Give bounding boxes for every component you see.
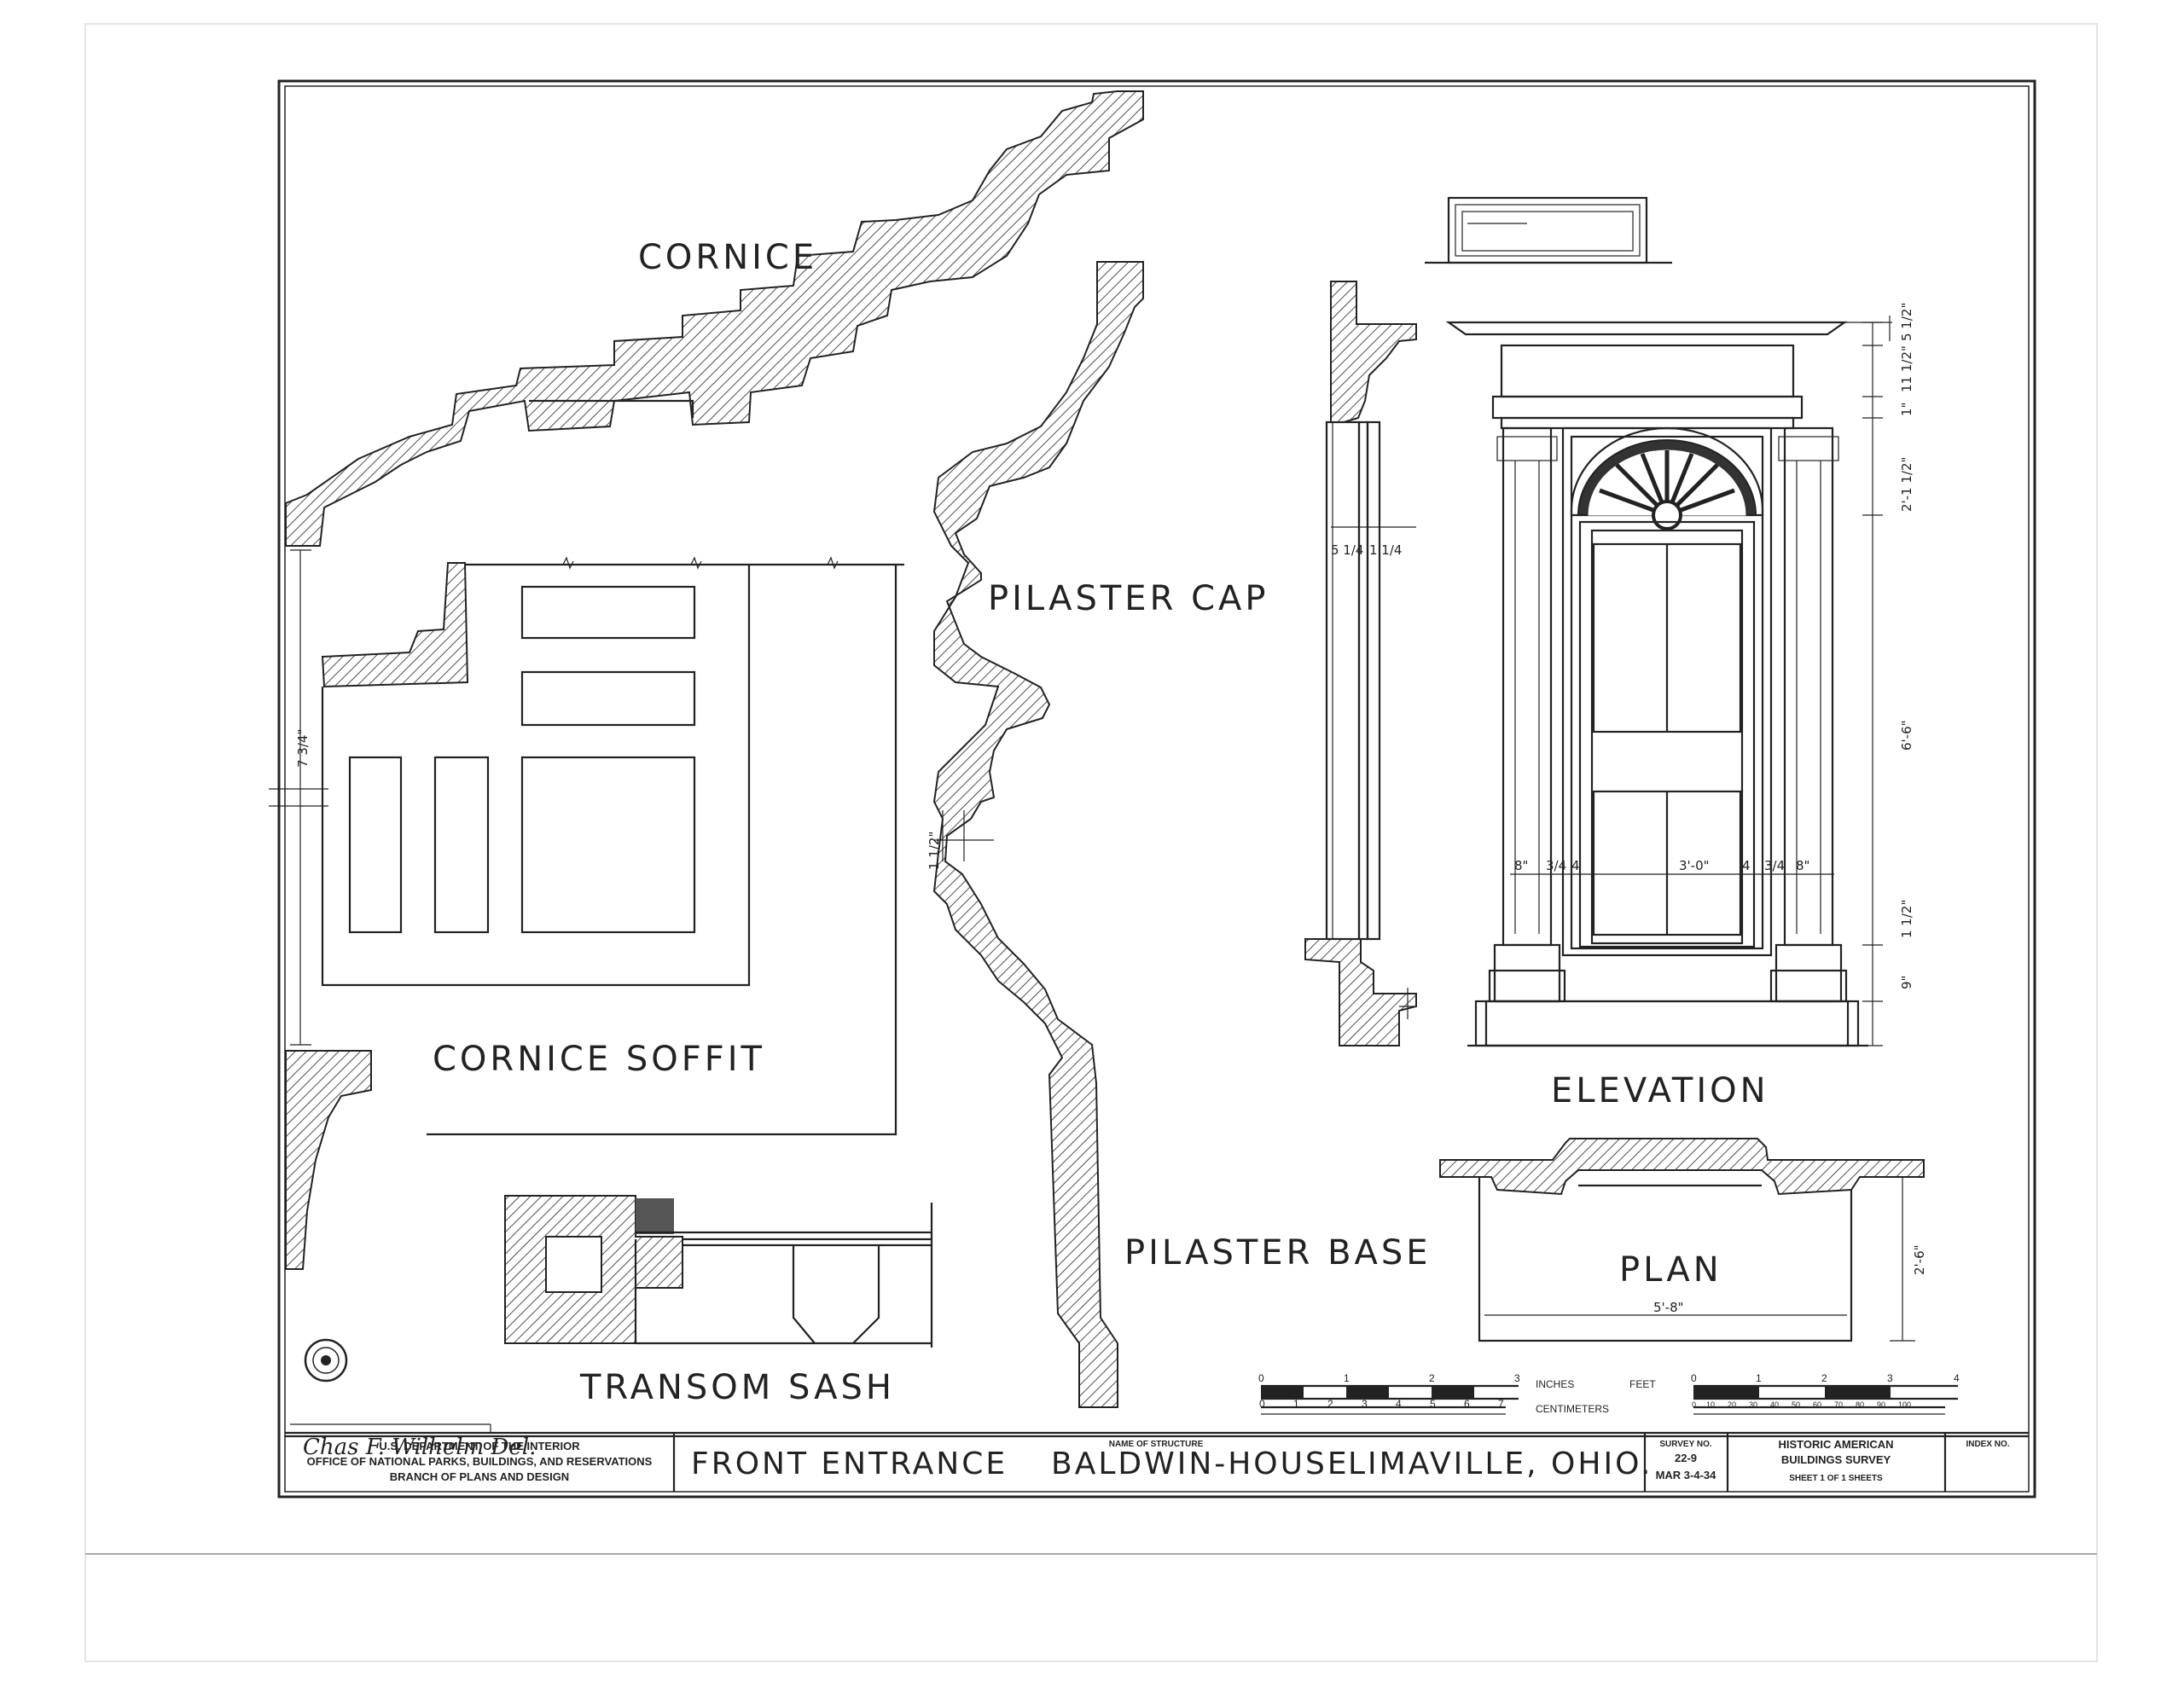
elev-dim-width: 3'-0" — [1679, 858, 1710, 873]
title-block: U.S. DEPARTMENT OF THE INTERIOR OFFICE O… — [285, 1431, 2029, 1492]
svg-text:60: 60 — [1813, 1400, 1821, 1409]
elev-dim-right-3: 1" — [1899, 403, 1914, 416]
label-plan: PLAN — [1619, 1250, 1722, 1290]
svg-text:70: 70 — [1834, 1400, 1843, 1409]
svg-text:0: 0 — [1692, 1400, 1696, 1409]
svg-text:20: 20 — [1728, 1400, 1736, 1409]
habs-line-2: BUILDINGS SURVEY — [1781, 1453, 1891, 1466]
pilaster-profile — [932, 261, 1144, 1408]
svg-text:100: 100 — [1898, 1400, 1911, 1409]
title-baldwin-house: BALDWIN-HOUSE — [1051, 1446, 1350, 1481]
elev-dim-right-4: 2'-1 1/2" — [1899, 457, 1914, 512]
label-pilaster-base: PILASTER BASE — [1124, 1233, 1432, 1272]
label-cornice: CORNICE — [638, 238, 817, 277]
transom-sash-section — [504, 1195, 933, 1348]
plan-width-dim: 5'-8" — [1653, 1300, 1684, 1315]
agency-line-2: OFFICE OF NATIONAL PARKS, BUILDINGS, AND… — [307, 1455, 653, 1468]
entrance-plan: 5'-8" 2'-6" — [1439, 1138, 1927, 1342]
label-cornice-soffit: CORNICE SOFFIT — [433, 1040, 765, 1079]
title-limaville-ohio: LIMAVILLE, OHIO. — [1348, 1446, 1653, 1481]
index-caption: INDEX NO. — [1966, 1440, 2009, 1449]
svg-text:3: 3 — [1887, 1372, 1893, 1384]
paper-sheet — [84, 23, 2098, 1662]
svg-text:6: 6 — [1464, 1398, 1470, 1410]
svg-text:2: 2 — [1821, 1372, 1827, 1384]
seal-stamp — [304, 1338, 348, 1383]
svg-text:40: 40 — [1770, 1400, 1779, 1409]
cornice-soffit-plan: 7 3/4" — [269, 549, 904, 1136]
svg-text:30: 30 — [1749, 1400, 1757, 1409]
elev-dim-right-5: 6'-6" — [1899, 720, 1914, 751]
svg-text:4: 4 — [1954, 1372, 1960, 1384]
svg-text:5: 5 — [1430, 1398, 1436, 1410]
feet-ticks: 0 1 2 3 4 — [1691, 1372, 1960, 1384]
inches-label: INCHES — [1536, 1378, 1574, 1390]
svg-text:10: 10 — [1706, 1400, 1715, 1409]
svg-text:0: 0 — [1258, 1372, 1264, 1384]
svg-text:90: 90 — [1877, 1400, 1885, 1409]
inches-ticks: 0 1 2 3 — [1258, 1372, 1520, 1384]
meter-ticks: 0 10 20 30 40 50 60 70 80 90 100 — [1692, 1400, 1911, 1409]
svg-text:0: 0 — [1691, 1372, 1697, 1384]
title-front-entrance: FRONT ENTRANCE — [691, 1446, 1008, 1481]
cm-ticks: 0 1 2 3 4 5 6 7 — [1259, 1398, 1504, 1410]
graphic-scales: 0 1 2 3 0 1 2 3 4 5 6 7 INCHES CENTIMETE… — [1258, 1372, 1960, 1415]
svg-text:3: 3 — [1514, 1372, 1520, 1384]
elev-dim-4-left: 4 — [1571, 858, 1580, 873]
soffit-height-dim: 7 3/4" — [295, 729, 311, 768]
elev-dim-right-6: 1 1/2" — [1899, 900, 1914, 938]
elev-dim-34-right: 3/4 — [1764, 858, 1785, 873]
feet-label: FEET — [1629, 1378, 1656, 1390]
survey-caption: SURVEY NO. — [1659, 1440, 1712, 1449]
elev-dim-34-left: 3/4 — [1546, 858, 1566, 873]
svg-text:0: 0 — [1259, 1398, 1265, 1410]
cornice-profile — [285, 90, 1144, 547]
elev-dim-left-b: 1 1/4 — [1369, 542, 1402, 558]
elev-dim-4-right: 4 — [1742, 858, 1751, 873]
label-transom-sash: TRANSOM SASH — [579, 1368, 895, 1407]
label-elevation: ELEVATION — [1551, 1071, 1769, 1110]
svg-text:1: 1 — [1756, 1372, 1762, 1384]
habs-line-1: HISTORIC AMERICAN — [1778, 1438, 1893, 1451]
elev-dim-right-1: 5 1/2" — [1899, 303, 1914, 341]
elev-dim-8-right: 8" — [1796, 858, 1809, 873]
label-pilaster-cap: PILASTER CAP — [988, 579, 1269, 618]
survey-number: 22-9 — [1675, 1452, 1697, 1464]
svg-text:50: 50 — [1792, 1400, 1800, 1409]
name-caption: NAME OF STRUCTURE — [1109, 1440, 1204, 1449]
sheet-count: SHEET 1 OF 1 SHEETS — [1789, 1474, 1883, 1483]
svg-text:2: 2 — [1429, 1372, 1435, 1384]
elev-dim-8-left: 8" — [1514, 858, 1528, 873]
elev-dim-right-2: 11 1/2" — [1899, 345, 1914, 392]
svg-text:4: 4 — [1396, 1398, 1402, 1410]
plan-depth-dim: 2'-6" — [1912, 1244, 1927, 1275]
svg-text:1: 1 — [1344, 1372, 1350, 1384]
door-elevation — [1304, 196, 1868, 1047]
elev-dim-right-7: 9" — [1899, 976, 1914, 989]
elev-dim-left-a: 5 1/4 — [1331, 542, 1363, 558]
svg-text:7: 7 — [1498, 1398, 1504, 1410]
centimeters-label: CENTIMETERS — [1536, 1403, 1609, 1415]
draftsman-signature: Chas F. Wilhelm Del. — [303, 1435, 536, 1460]
agency-line-3: BRANCH OF PLANS AND DESIGN — [390, 1470, 569, 1483]
survey-date: MAR 3-4-34 — [1656, 1469, 1717, 1481]
elevation-dimensions: 5 1/2" 11 1/2" 1" 2'-1 1/2" 6'-6" 1 1/2"… — [1331, 303, 1914, 1046]
svg-text:1: 1 — [1293, 1398, 1299, 1410]
cornice-return-profile — [285, 1050, 372, 1270]
svg-text:80: 80 — [1856, 1400, 1864, 1409]
pilaster-cap-dim: 1 1/2" — [926, 810, 994, 870]
svg-text:3: 3 — [1362, 1398, 1368, 1410]
cap-small-dim: 1 1/2" — [926, 832, 942, 870]
agency-line-1: U.S. DEPARTMENT OF THE INTERIOR — [379, 1440, 580, 1452]
svg-text:2: 2 — [1327, 1398, 1333, 1410]
